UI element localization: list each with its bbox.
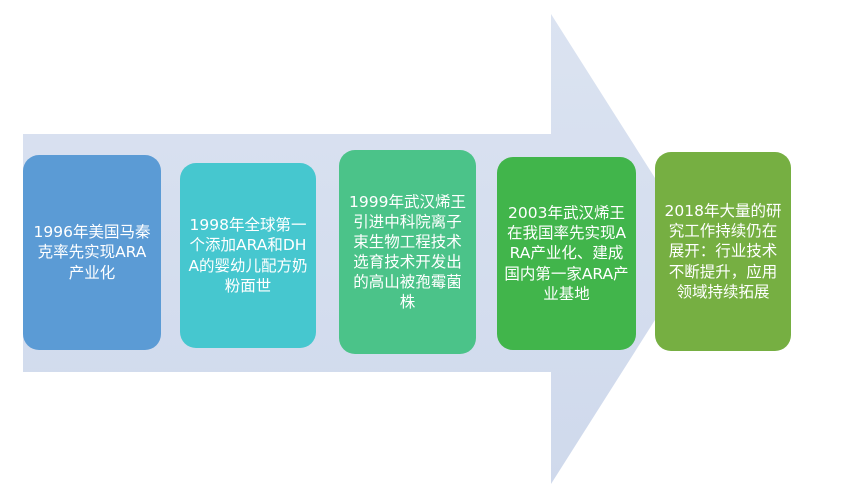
timeline-step-1996[interactable]: 1996年美国马秦克率先实现ARA产业化 xyxy=(23,155,161,350)
timeline-step-1998-label: 1998年全球第一个添加ARA和DHA的婴幼儿配方奶粉面世 xyxy=(188,216,308,295)
timeline-step-2018-label: 2018年大量的研究工作持续仍在展开：行业技术不断提升，应用领域持续拓展 xyxy=(664,202,782,301)
timeline-step-1999[interactable]: 1999年武汉烯王引进中科院离子束生物工程技术选育技术开发出的高山被孢霉菌株 xyxy=(339,150,476,354)
timeline-step-1999-label: 1999年武汉烯王引进中科院离子束生物工程技术选育技术开发出的高山被孢霉菌株 xyxy=(349,192,466,312)
timeline-step-1996-label: 1996年美国马秦克率先实现ARA产业化 xyxy=(33,223,151,282)
timeline-step-2003-label: 2003年武汉烯王在我国率先实现ARA产业化、建成国内第一家ARA产业基地 xyxy=(504,204,629,303)
timeline-step-2003[interactable]: 2003年武汉烯王在我国率先实现ARA产业化、建成国内第一家ARA产业基地 xyxy=(497,157,636,350)
timeline-step-1998[interactable]: 1998年全球第一个添加ARA和DHA的婴幼儿配方奶粉面世 xyxy=(180,163,316,348)
timeline-step-2018[interactable]: 2018年大量的研究工作持续仍在展开：行业技术不断提升，应用领域持续拓展 xyxy=(655,152,791,351)
